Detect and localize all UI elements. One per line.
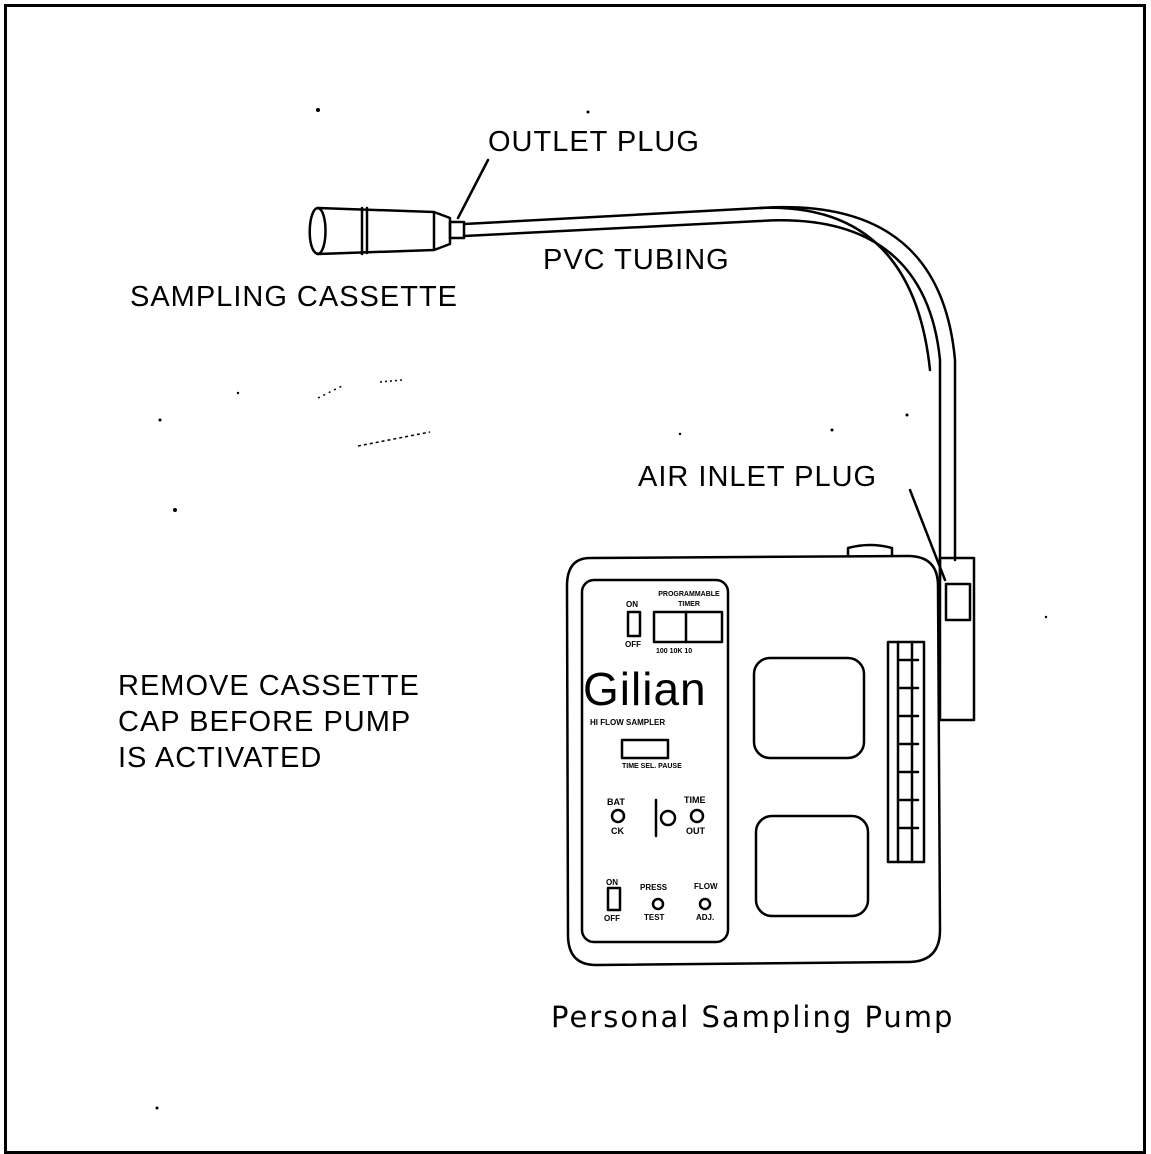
press-test-bottom-label: TEST [644, 913, 665, 922]
pvc-tubing-label: PVC TUBING [543, 244, 730, 276]
pump-brand-logo: Gilian [583, 663, 707, 715]
timer-switch-off-label: OFF [625, 640, 641, 649]
pump-model-label: HI FLOW SAMPLER [590, 718, 666, 727]
pvc-tubing-drawing [462, 205, 957, 582]
time-out-bottom-label: OUT [686, 826, 705, 836]
sampling-cassette-drawing [308, 206, 466, 256]
press-test-top-label: PRESS [640, 883, 668, 892]
power-switch-off-label: OFF [604, 914, 620, 923]
scan-specks [155, 108, 1048, 1110]
programmable-timer-label: PROGRAMMABLE TIMER [658, 591, 720, 608]
remove-note-line-2: CAP BEFORE PUMP [118, 706, 412, 738]
remove-cap-note: REMOVE CASSETTE CAP BEFORE PUMP IS ACTIV… [118, 668, 420, 776]
bat-ck-bottom-label: CK [611, 826, 624, 836]
figure-caption: Personal Sampling Pump [551, 1000, 955, 1034]
remove-note-line-3: IS ACTIVATED [118, 742, 323, 774]
flow-adj-top-label: FLOW [694, 882, 718, 891]
time-sel-label: TIME SEL. PAUSE [622, 763, 682, 770]
outlet-plug-leader [456, 158, 490, 220]
flow-adj-bottom-label: ADJ. [696, 913, 715, 922]
time-out-top-label: TIME [684, 795, 706, 805]
air-inlet-plug-label: AIR INLET PLUG [638, 461, 878, 493]
timer-switch-on-label: ON [626, 600, 638, 609]
sampling-cassette-label: SAMPLING CASSETTE [130, 281, 459, 313]
bat-ck-top-label: BAT [607, 797, 625, 807]
timer-scale-label: 100 10K 10 [656, 648, 693, 655]
remove-note-line-1: REMOVE CASSETTE [118, 670, 420, 702]
outlet-plug-label: OUTLET PLUG [488, 126, 700, 158]
pump-body-drawing [565, 543, 976, 967]
power-switch-on-label: ON [606, 878, 618, 887]
